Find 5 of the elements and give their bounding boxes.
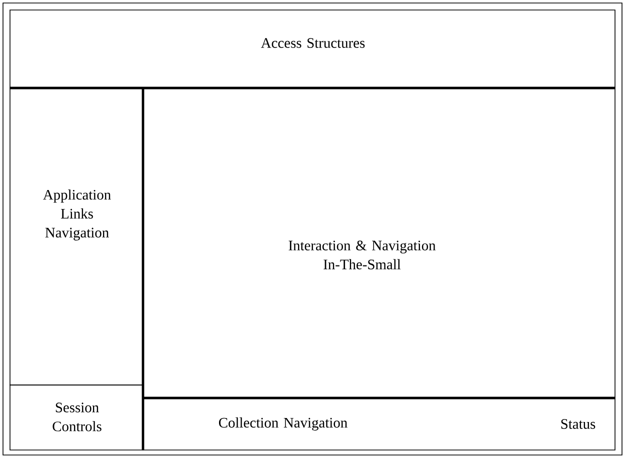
header-box: Access Structures — [10, 10, 616, 88]
content-box: Interaction & Navigation In-The-Small — [142, 86, 616, 400]
footer-bar: Collection Navigation Status — [142, 398, 616, 450]
controls-box: Session Controls — [10, 384, 144, 450]
sidebar-box: Application Links Navigation — [10, 86, 144, 386]
